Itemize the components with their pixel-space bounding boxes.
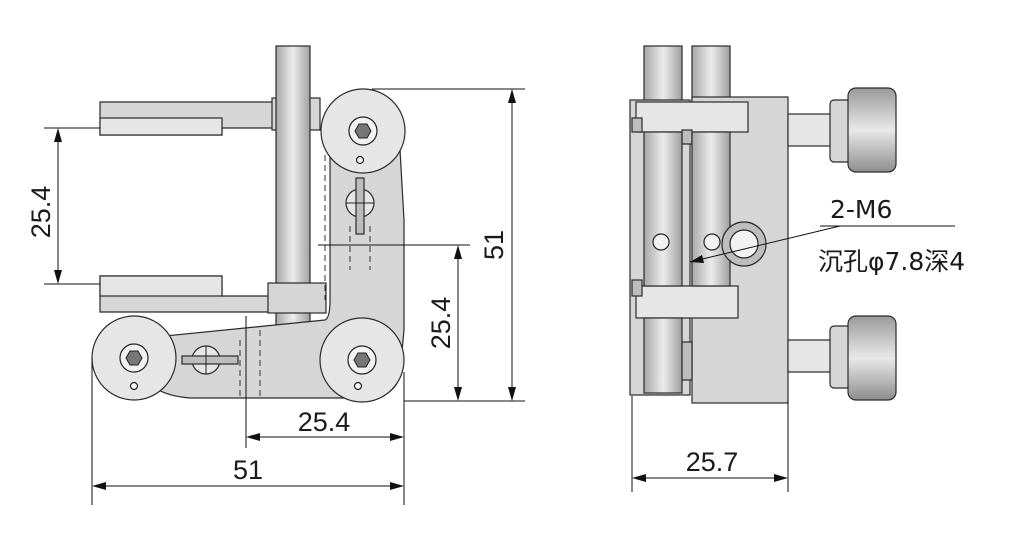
side-hole-mid <box>703 233 721 251</box>
annotation-thread: 2-M6 <box>830 195 892 224</box>
dim-right-mid: 25.4 <box>426 297 456 350</box>
side-rod-left <box>643 45 683 107</box>
counterbore-inner <box>729 229 759 259</box>
lower-arm-tab <box>99 275 223 297</box>
side-view <box>629 45 897 404</box>
side-upper-bar <box>635 101 749 133</box>
side-dimensions: 25.7 <box>631 396 789 492</box>
adjuster-shaft <box>355 177 365 235</box>
side-bottom-knob <box>847 315 897 401</box>
horizontal-adjuster-shaft <box>181 355 239 365</box>
side-top-knob-shaft <box>787 113 833 147</box>
hex-socket-icon <box>354 123 372 139</box>
dim-bottom-overall: 51 <box>233 455 263 485</box>
dim-side-width: 25.7 <box>686 447 739 477</box>
annotation-counterbore: 沉孔φ7.8深4 <box>818 247 965 276</box>
hole-annotation: 2-M6 沉孔φ7.8深4 <box>689 195 965 276</box>
side-lower-bar <box>635 285 739 319</box>
side-hole-left <box>652 233 670 251</box>
dim-right-tall: 51 <box>479 230 509 260</box>
side-top-knob <box>847 87 897 173</box>
side-rod-right <box>691 45 731 107</box>
front-dimensions: 25.4 51 25.4 25.4 51 <box>26 88 525 505</box>
dim-left-vertical: 25.4 <box>26 186 56 239</box>
hex-socket-icon <box>353 352 371 368</box>
side-pin <box>681 341 693 381</box>
upper-arm-tab <box>99 117 223 136</box>
front-view <box>91 45 406 403</box>
side-bottom-knob-shaft <box>787 339 833 373</box>
lower-clamp-block <box>267 282 327 314</box>
hex-socket-icon <box>125 350 143 366</box>
small-pin-hole <box>355 155 365 165</box>
dim-bottom-inner: 25.4 <box>298 407 351 437</box>
